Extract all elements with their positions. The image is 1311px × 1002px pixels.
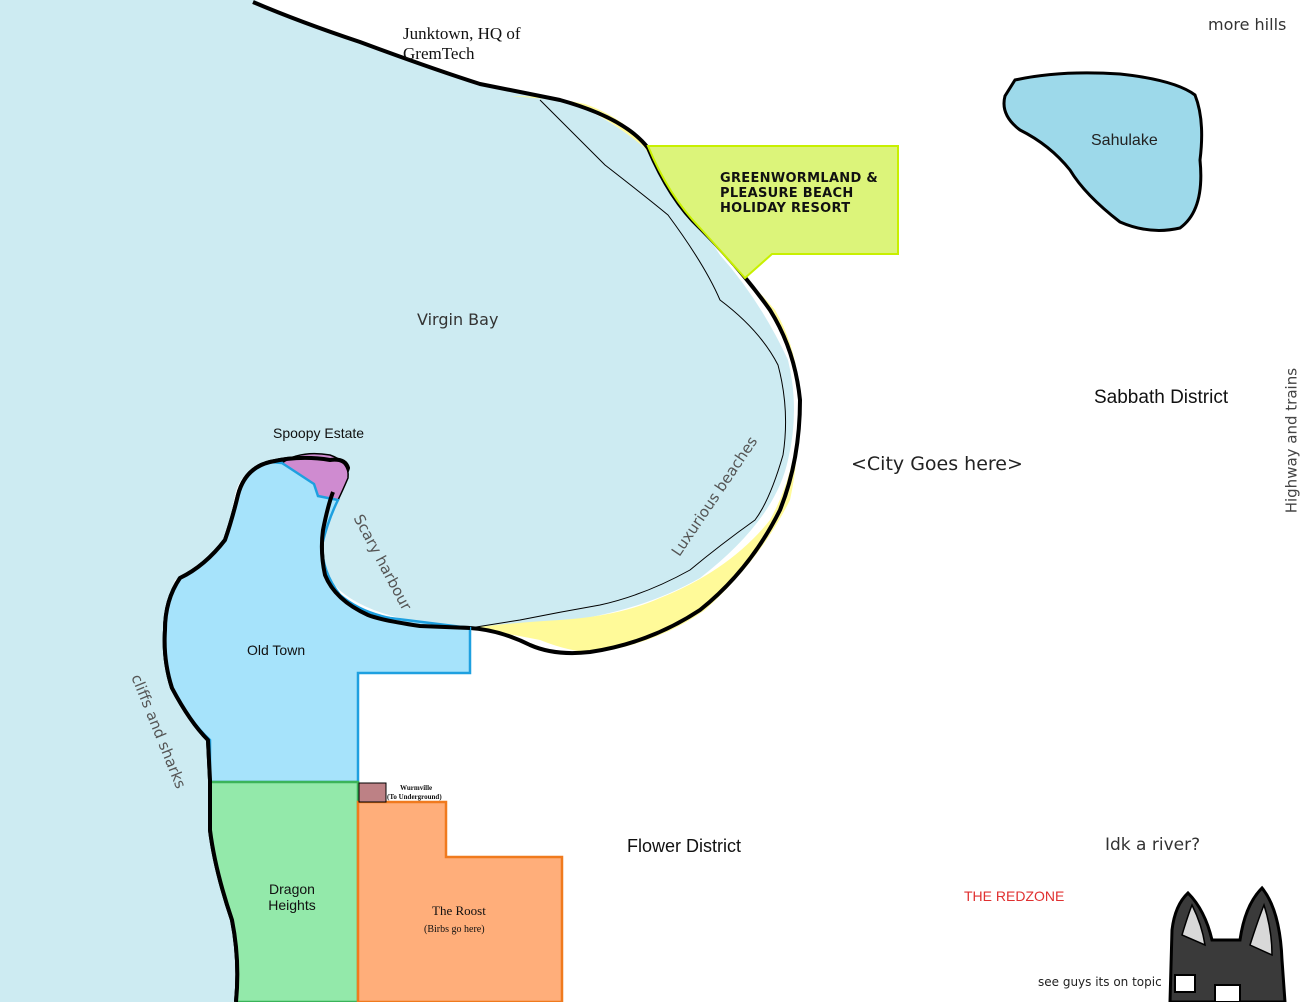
sahulake-lake (1002, 71, 1204, 232)
wurmville-sublabel: (To Underground) (387, 793, 442, 801)
old-town-label: Old Town (247, 642, 306, 658)
coastline-west (162, 455, 350, 1002)
coastline-harbour (319, 491, 471, 630)
the-roost-zone (356, 800, 564, 1002)
river-label: Idk a river? (1105, 835, 1201, 855)
sea-area (0, 0, 794, 1002)
the-roost-label: The Roost (432, 903, 486, 918)
wurmville-zone (358, 782, 387, 803)
wurmville-label: Wurmville (400, 784, 433, 792)
sabbath-district-label: Sabbath District (1094, 387, 1229, 408)
the-roost-sublabel: (Birbs go here) (424, 924, 485, 935)
resort-zone (646, 145, 899, 280)
sahulake-label: Sahulake (1091, 132, 1158, 149)
spoopy-estate-zone (280, 452, 349, 501)
more-hills-label: more hills (1208, 15, 1287, 34)
redzone-label: THE REDZONE (964, 888, 1065, 904)
character-doodle (1168, 885, 1287, 1002)
spoopy-estate-label: Spoopy Estate (273, 425, 365, 441)
highway-label: Highway and trains (1282, 367, 1301, 514)
resort-label: GREENWORMLAND & PLEASURE BEACH HOLIDAY R… (720, 171, 879, 216)
junktown-label: Junktown, HQ of GremTech (403, 24, 521, 63)
beach-inner-edge (469, 99, 787, 629)
virgin-bay-label: Virgin Bay (417, 310, 499, 329)
flower-district-label: Flower District (627, 836, 742, 856)
on-topic-label: see guys its on topic (1038, 975, 1162, 989)
city-label: <City Goes here> (851, 453, 1023, 475)
dragon-heights-label: Dragon Heights (268, 881, 316, 914)
